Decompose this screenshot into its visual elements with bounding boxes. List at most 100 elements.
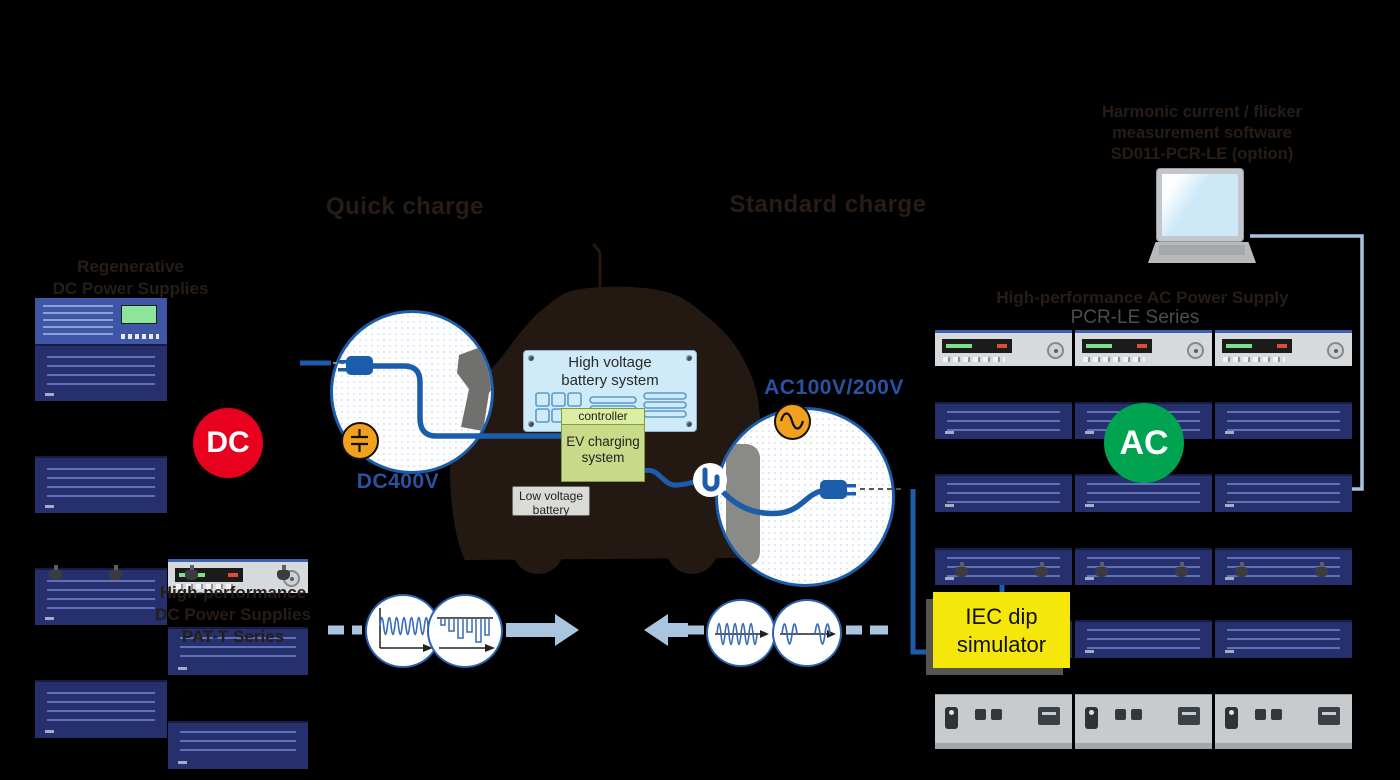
dc-badge: DC (193, 408, 263, 478)
lv-battery-label-2: battery (532, 503, 570, 518)
ac-rack-group: AC (935, 330, 1355, 749)
connector-block (1038, 707, 1060, 725)
dc-rack-module (35, 344, 167, 401)
ac-badge: AC (1104, 403, 1184, 483)
lv-battery-box: Low voltage battery (512, 486, 590, 518)
screw-icon (528, 355, 534, 361)
knob (1187, 342, 1204, 359)
dc-rack-caption-1: High-performance (159, 583, 307, 602)
caster-wheel (1315, 562, 1329, 577)
car-antenna-icon (591, 243, 602, 288)
dc-rack-module (35, 456, 167, 513)
screw-icon (528, 421, 534, 427)
knob (1047, 342, 1064, 359)
laptop-caption-1: Harmonic current / flicker (1102, 103, 1302, 121)
ac-voltage-label: AC100V/200V (764, 376, 904, 399)
outlet (1271, 709, 1282, 720)
caster-wheel (1035, 562, 1049, 577)
lcd-screen (121, 305, 157, 324)
iec-input-line (910, 489, 931, 655)
ev-charging-box: EV charging system (561, 424, 645, 482)
outlet (1115, 709, 1126, 720)
ev-charging-label-1: EV charging (566, 434, 640, 449)
ac-rack-module (1075, 548, 1212, 585)
power-switch (1085, 707, 1098, 729)
hv-battery-label-1: High voltage (568, 354, 652, 371)
ac-rack-module (935, 548, 1072, 585)
waveform-interruption-icon (772, 599, 842, 667)
dc-rack-module (168, 721, 308, 769)
dc-rack-caption: High-performance DC Power Supplies PAT-T… (128, 582, 338, 647)
lv-battery-label-1: Low voltage (518, 489, 584, 503)
dc-rack-caption-2: DC Power Supplies (155, 604, 311, 624)
outlet (1131, 709, 1142, 720)
dc-rack-title-2: DC Power Supplies (52, 278, 209, 298)
laptop-caption-3: SD011-PCR-LE (option) (1110, 145, 1294, 164)
ac-plug-icon (820, 480, 856, 499)
dc-rack-controller-unit (35, 298, 167, 344)
arrow-left-icon (644, 614, 688, 646)
laptop-screen (1162, 174, 1238, 236)
knob (1327, 342, 1344, 359)
controller-box: controller (561, 408, 645, 425)
power-switch (1225, 707, 1238, 729)
power-switch (945, 707, 958, 729)
dc-source-icon (341, 422, 379, 460)
ac-source-icon (774, 403, 811, 440)
dc-rack: DC (35, 296, 310, 769)
connector-block (1318, 707, 1340, 725)
ev-charging-label-2: system (581, 450, 625, 466)
laptop-connection-line (1250, 234, 1364, 491)
charging-inlet-icon (693, 463, 727, 497)
normal-charge-circle (715, 407, 895, 587)
ac-rack-module (1215, 620, 1352, 658)
caster-wheel (955, 562, 969, 577)
waveform-harmonics2-icon (706, 599, 776, 667)
caster-wheel (49, 565, 63, 580)
laptop-keyboard (1148, 242, 1256, 263)
dc-rack-module (168, 627, 308, 675)
dc-rack-caption-3: PAT-T Series (181, 626, 285, 646)
connector-block (1178, 707, 1200, 725)
quick-charge-title: Quick charge (325, 193, 485, 220)
dc-rack-title: Regenerative DC Power Supplies (18, 256, 243, 300)
iec-label-2: simulator (956, 631, 1047, 657)
iec-label-1: IEC dip (965, 604, 1038, 629)
ac-rack-module (935, 402, 1072, 439)
dc-rack-module (35, 680, 167, 738)
dc-rack-title-1: Regenerative (77, 257, 184, 276)
ac-rack-module (1215, 474, 1352, 512)
ac-rack (1215, 330, 1352, 749)
controller-label: controller (578, 409, 628, 423)
caster-wheel (1095, 562, 1109, 577)
normal-charge-title: Standard charge (729, 191, 927, 218)
outlet (975, 709, 986, 720)
screw-icon (686, 355, 692, 361)
caster-wheel (185, 565, 199, 580)
ac-rack-module (1215, 548, 1352, 585)
ac-rack-title-1: High-performance AC Power Supply (996, 288, 1289, 307)
ac-rack-module (935, 474, 1072, 512)
outlet (1255, 709, 1266, 720)
dc-rack-module (35, 568, 167, 625)
caster-wheel (109, 565, 123, 580)
arrow-right-icon (506, 614, 579, 646)
caster-wheel (1235, 562, 1249, 577)
quick-plug-icon (338, 356, 373, 375)
laptop-icon (1148, 168, 1256, 264)
iec-dip-simulator-box: IEC dip simulator (933, 592, 1070, 668)
ac-rack-title-2: PCR-LE Series (1070, 307, 1200, 328)
outlet (991, 709, 1002, 720)
ac-rack-module (1075, 620, 1212, 658)
caster-wheel (277, 565, 291, 580)
dc-voltage-label: DC400V (356, 470, 440, 493)
charging-gun-icon (457, 343, 491, 431)
waveform-dip-icon (427, 594, 503, 668)
laptop-caption: Harmonic current / flicker measurement s… (1058, 102, 1346, 165)
hv-battery-label-2: battery system (561, 371, 659, 389)
ac-rack-module (1215, 402, 1352, 439)
laptop-caption-2: measurement software (1112, 124, 1292, 143)
